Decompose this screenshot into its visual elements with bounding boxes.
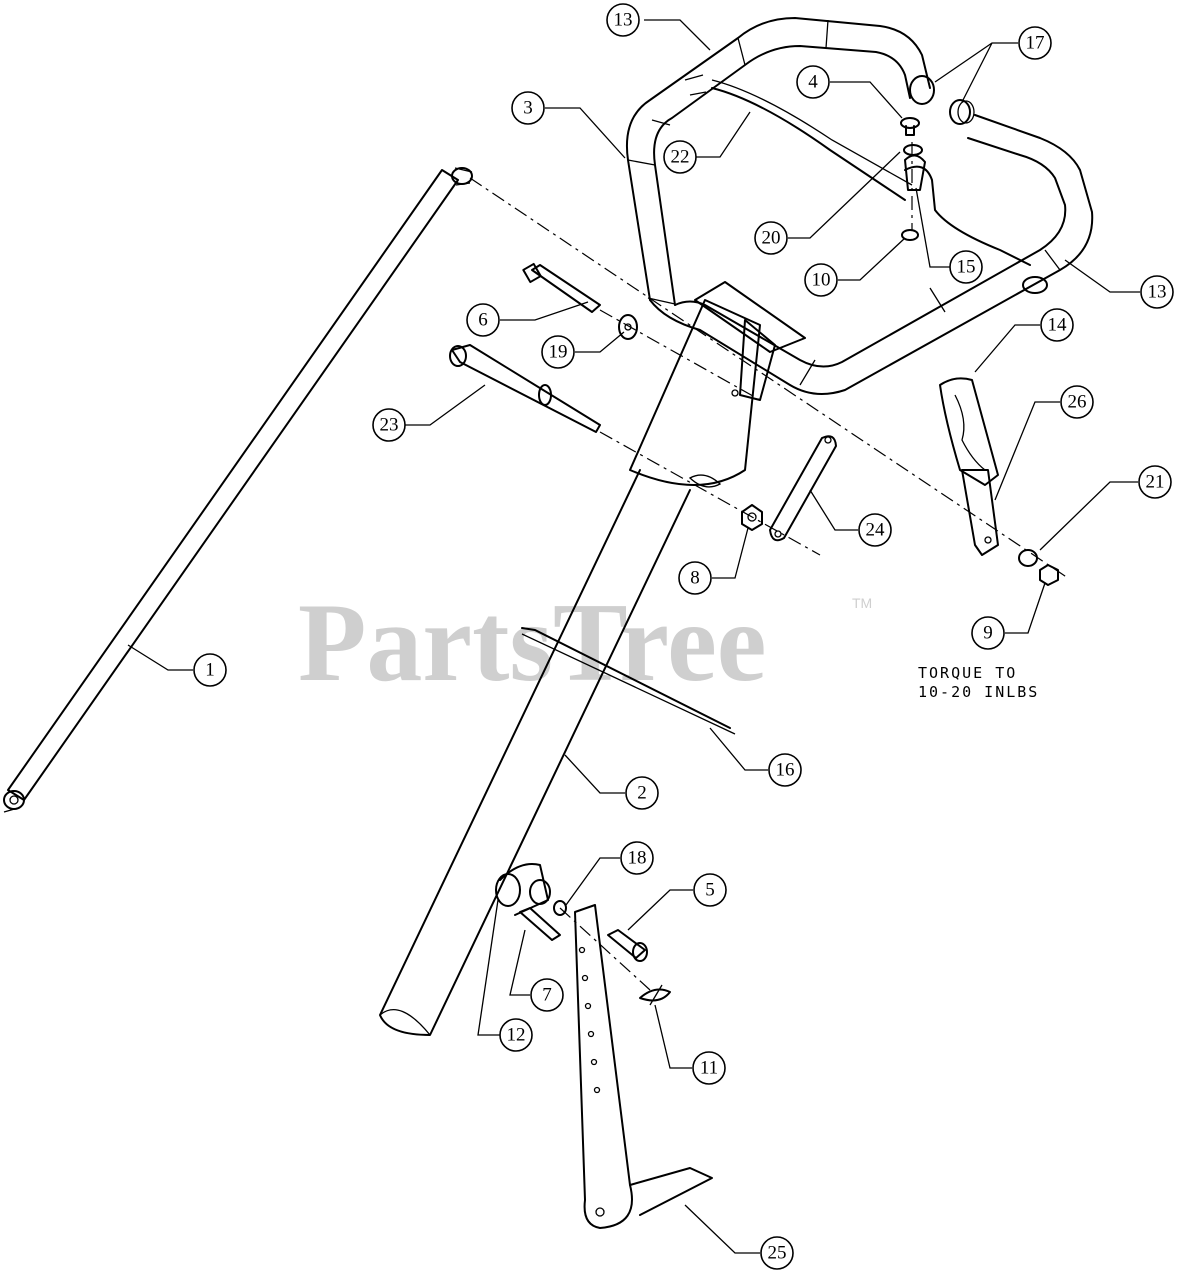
callout-12: 12 [499,1018,533,1052]
svg-text:11: 11 [700,1058,718,1079]
svg-text:23: 23 [380,415,399,436]
callout-6: 6 [466,303,500,337]
callout-13-top: 13 [606,3,640,37]
callout-4: 4 [796,65,830,99]
svg-text:4: 4 [808,72,818,93]
callout-14: 14 [1040,308,1074,342]
svg-text:22: 22 [671,147,690,168]
svg-text:6: 6 [478,310,488,331]
svg-text:26: 26 [1068,392,1087,413]
leader-lines [127,19,1140,1254]
callout-18: 18 [620,841,654,875]
callout-16: 16 [768,753,802,787]
callout-13-right: 13 [1140,275,1174,309]
callout-25: 25 [760,1236,794,1270]
part-17-grip-ends [949,99,975,125]
callout-8: 8 [678,561,712,595]
part-14-26-lever [939,377,999,556]
part-25-foot-lever [574,904,713,1229]
callout-17: 17 [1018,26,1052,60]
svg-text:8: 8 [690,568,700,589]
watermark: PartsTree [298,581,767,705]
svg-text:13: 13 [1148,282,1167,303]
svg-text:7: 7 [542,985,552,1006]
svg-text:17: 17 [1026,33,1045,54]
part-16-cable [521,627,736,735]
part-2-main-tube [379,469,691,1036]
part-22-bail-rod [711,79,1048,294]
svg-text:3: 3 [523,98,533,119]
callout-26: 26 [1060,385,1094,419]
torque-note-line2: 10-20 INLBS [918,683,1039,701]
svg-text:9: 9 [983,623,993,644]
callout-2: 2 [625,776,659,810]
callout-19: 19 [541,335,575,369]
callout-15: 15 [949,250,983,284]
callout-22: 22 [663,140,697,174]
lower-hardware [495,863,648,962]
svg-text:21: 21 [1146,472,1165,493]
svg-text:24: 24 [866,520,886,541]
part-8-nut [741,504,763,531]
callout-9: 9 [971,616,1005,650]
svg-text:10: 10 [812,270,831,291]
hardware-4-20-10-15 [900,117,926,241]
svg-text:20: 20 [762,228,781,249]
part-3-handle [626,17,1094,395]
callout-7: 7 [530,978,564,1012]
torque-note-line1: TORQUE TO [918,664,1017,682]
part-1-rod [3,167,473,813]
callout-24: 24 [858,513,892,547]
svg-text:13: 13 [614,10,633,31]
svg-text:18: 18 [628,848,647,869]
callout-20: 20 [754,221,788,255]
svg-text:1: 1 [205,660,215,681]
svg-text:2: 2 [637,783,647,804]
svg-text:25: 25 [768,1243,787,1264]
part-6-bolt [522,262,601,313]
svg-text:16: 16 [776,760,795,781]
svg-text:15: 15 [957,257,976,278]
svg-text:14: 14 [1048,315,1068,336]
part-11-cotter-pin [639,984,671,1006]
callout-21: 21 [1138,465,1172,499]
callout-11: 11 [692,1051,726,1085]
callout-10: 10 [804,263,838,297]
part-21-9-washer-nut [1018,549,1059,586]
callout-1: 1 [193,653,227,687]
part-24-link [769,435,837,542]
part-23-shaft [449,344,601,433]
callout-23: 23 [372,408,406,442]
callout-5: 5 [693,873,727,907]
part-19-washer [618,314,638,340]
watermark-trademark: TM [852,595,872,611]
svg-text:5: 5 [705,880,715,901]
callout-3: 3 [511,91,545,125]
assembly-axes [469,142,1069,991]
svg-text:19: 19 [549,342,568,363]
svg-text:12: 12 [507,1025,526,1046]
